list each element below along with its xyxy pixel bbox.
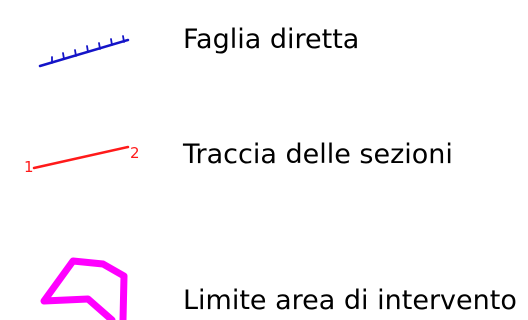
section-start-marker: 1 <box>24 158 34 176</box>
legend-label-section-trace: Traccia delle sezioni <box>183 139 453 170</box>
intervention-area-boundary-icon <box>40 257 128 320</box>
legend-label-intervention-area: Limite area di intervento <box>183 285 517 316</box>
legend-label-normal-fault: Faglia diretta <box>183 24 360 55</box>
normal-fault-line-icon <box>38 35 130 68</box>
section-trace-line-icon: 1 2 <box>24 144 140 176</box>
section-end-marker: 2 <box>130 144 140 162</box>
